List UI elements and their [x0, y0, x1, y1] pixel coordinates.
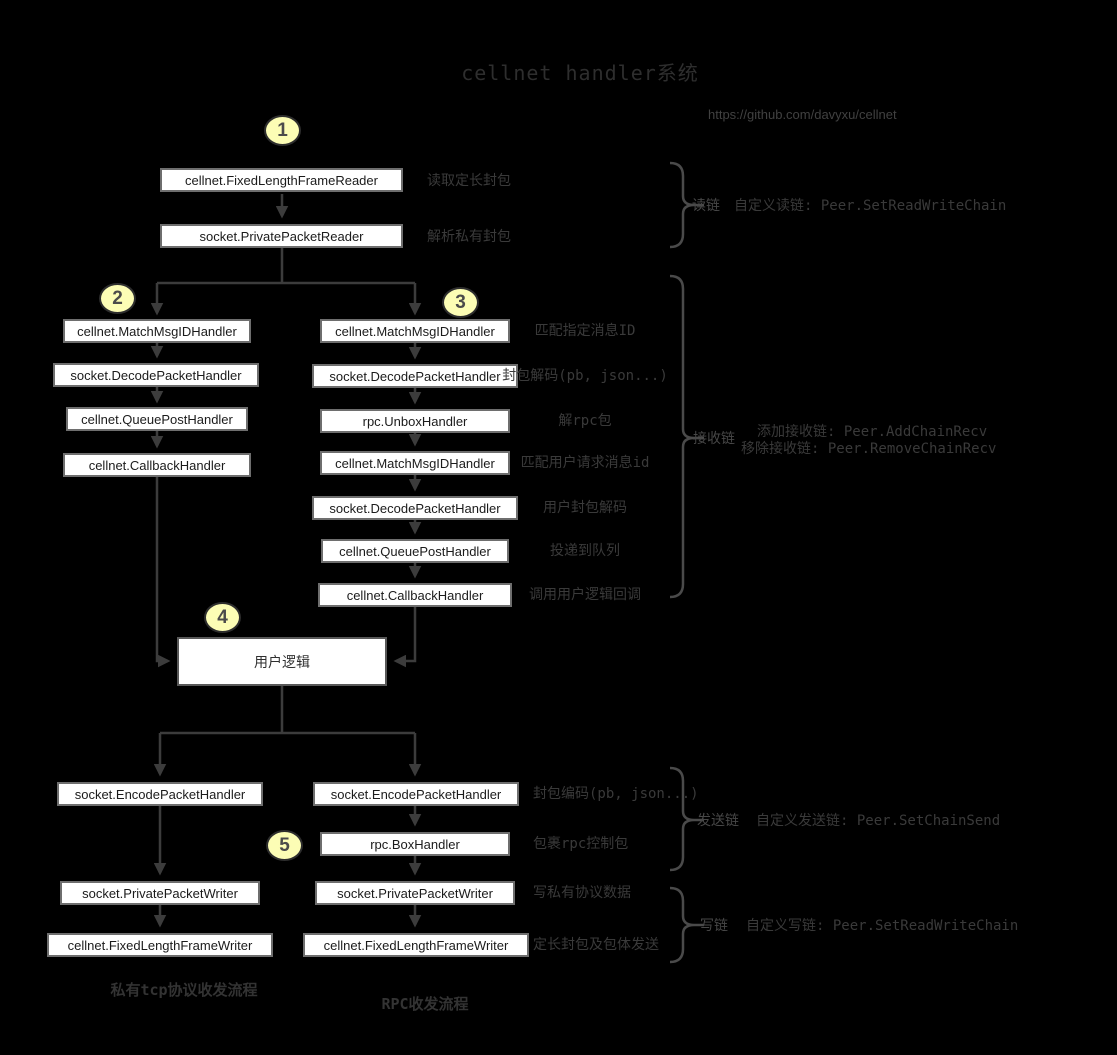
flow-node: socket.DecodePacketHandler	[312, 364, 518, 388]
chain-note-read: 自定义读链: Peer.SetReadWriteChain	[734, 198, 1007, 214]
badge-2: 2	[99, 283, 136, 314]
flow-node: socket.PrivatePacketWriter	[315, 881, 515, 905]
badge-3: 3	[442, 287, 479, 318]
chain-name-read: 读链	[692, 198, 720, 214]
connector-split-bottom	[160, 686, 415, 735]
user-logic-node: 用户逻辑	[177, 637, 387, 686]
brace-read-chain	[669, 161, 704, 249]
flow-node: socket.EncodePacketHandler	[57, 782, 263, 806]
flow-node: socket.EncodePacketHandler	[313, 782, 519, 806]
note: 写私有协议数据	[533, 885, 631, 901]
note: 封包编码(pb, json...)	[533, 786, 699, 802]
chain-name-write: 写链	[700, 918, 728, 934]
flow-node: rpc.UnboxHandler	[320, 409, 510, 433]
brace-recv-chain	[669, 274, 704, 599]
flow-node: rpc.BoxHandler	[320, 832, 510, 856]
flow-node: cellnet.FixedLengthFrameReader	[160, 168, 403, 192]
chain-name-send: 发送链	[697, 813, 739, 829]
brace-write-chain	[669, 886, 704, 964]
brace-send-chain	[669, 766, 704, 872]
chain-note-write: 自定义写链: Peer.SetReadWriteChain	[746, 918, 1019, 934]
flow-node: cellnet.CallbackHandler	[318, 583, 512, 607]
flow-node: socket.DecodePacketHandler	[53, 363, 259, 387]
note: 定长封包及包体发送	[533, 937, 659, 953]
note: 调用用户逻辑回调	[529, 587, 641, 603]
note: 匹配用户请求消息id	[520, 455, 650, 471]
github-link: https://github.com/davyxu/cellnet	[708, 107, 897, 122]
flow-node: cellnet.CallbackHandler	[63, 453, 251, 477]
note: 解rpc包	[558, 413, 612, 429]
badge-1: 1	[264, 115, 301, 146]
badge-4: 4	[204, 602, 241, 633]
badge-5: 5	[266, 830, 303, 861]
note: 投递到队列	[550, 543, 620, 559]
chain-note-send: 自定义发送链: Peer.SetChainSend	[756, 813, 1001, 829]
flow-node: cellnet.FixedLengthFrameWriter	[47, 933, 273, 957]
flow-node: socket.DecodePacketHandler	[312, 496, 518, 520]
connector-split-top	[157, 248, 415, 285]
arrow	[155, 477, 171, 668]
arrow	[393, 607, 417, 668]
note: 解析私有封包	[427, 229, 511, 245]
flow-node: cellnet.QueuePostHandler	[66, 407, 248, 431]
note: 用户封包解码	[543, 500, 627, 516]
chain-name-recv: 接收链	[693, 431, 735, 447]
chain-note-recv-add: 添加接收链: Peer.AddChainRecv	[757, 424, 988, 440]
flow-node: cellnet.MatchMsgIDHandler	[320, 451, 510, 475]
caption-tcp-flow: 私有tcp协议收发流程	[110, 981, 258, 999]
caption-rpc-flow: RPC收发流程	[381, 995, 469, 1013]
flow-node: socket.PrivatePacketReader	[160, 224, 403, 248]
flow-arrows	[150, 194, 422, 928]
chain-note-recv-remove: 移除接收链: Peer.RemoveChainRecv	[741, 441, 997, 457]
note: 包裹rpc控制包	[533, 836, 629, 852]
flow-node: cellnet.MatchMsgIDHandler	[320, 319, 510, 343]
diagram-title: cellnet handler系统	[461, 61, 699, 85]
flow-node: cellnet.MatchMsgIDHandler	[63, 319, 251, 343]
note: 读取定长封包	[427, 173, 511, 189]
flow-node: socket.PrivatePacketWriter	[60, 881, 260, 905]
flow-node: cellnet.QueuePostHandler	[321, 539, 509, 563]
flow-node: cellnet.FixedLengthFrameWriter	[303, 933, 529, 957]
brace-group	[669, 161, 704, 964]
note: 匹配指定消息ID	[534, 323, 636, 339]
note: 封包解码(pb, json...)	[502, 368, 668, 384]
